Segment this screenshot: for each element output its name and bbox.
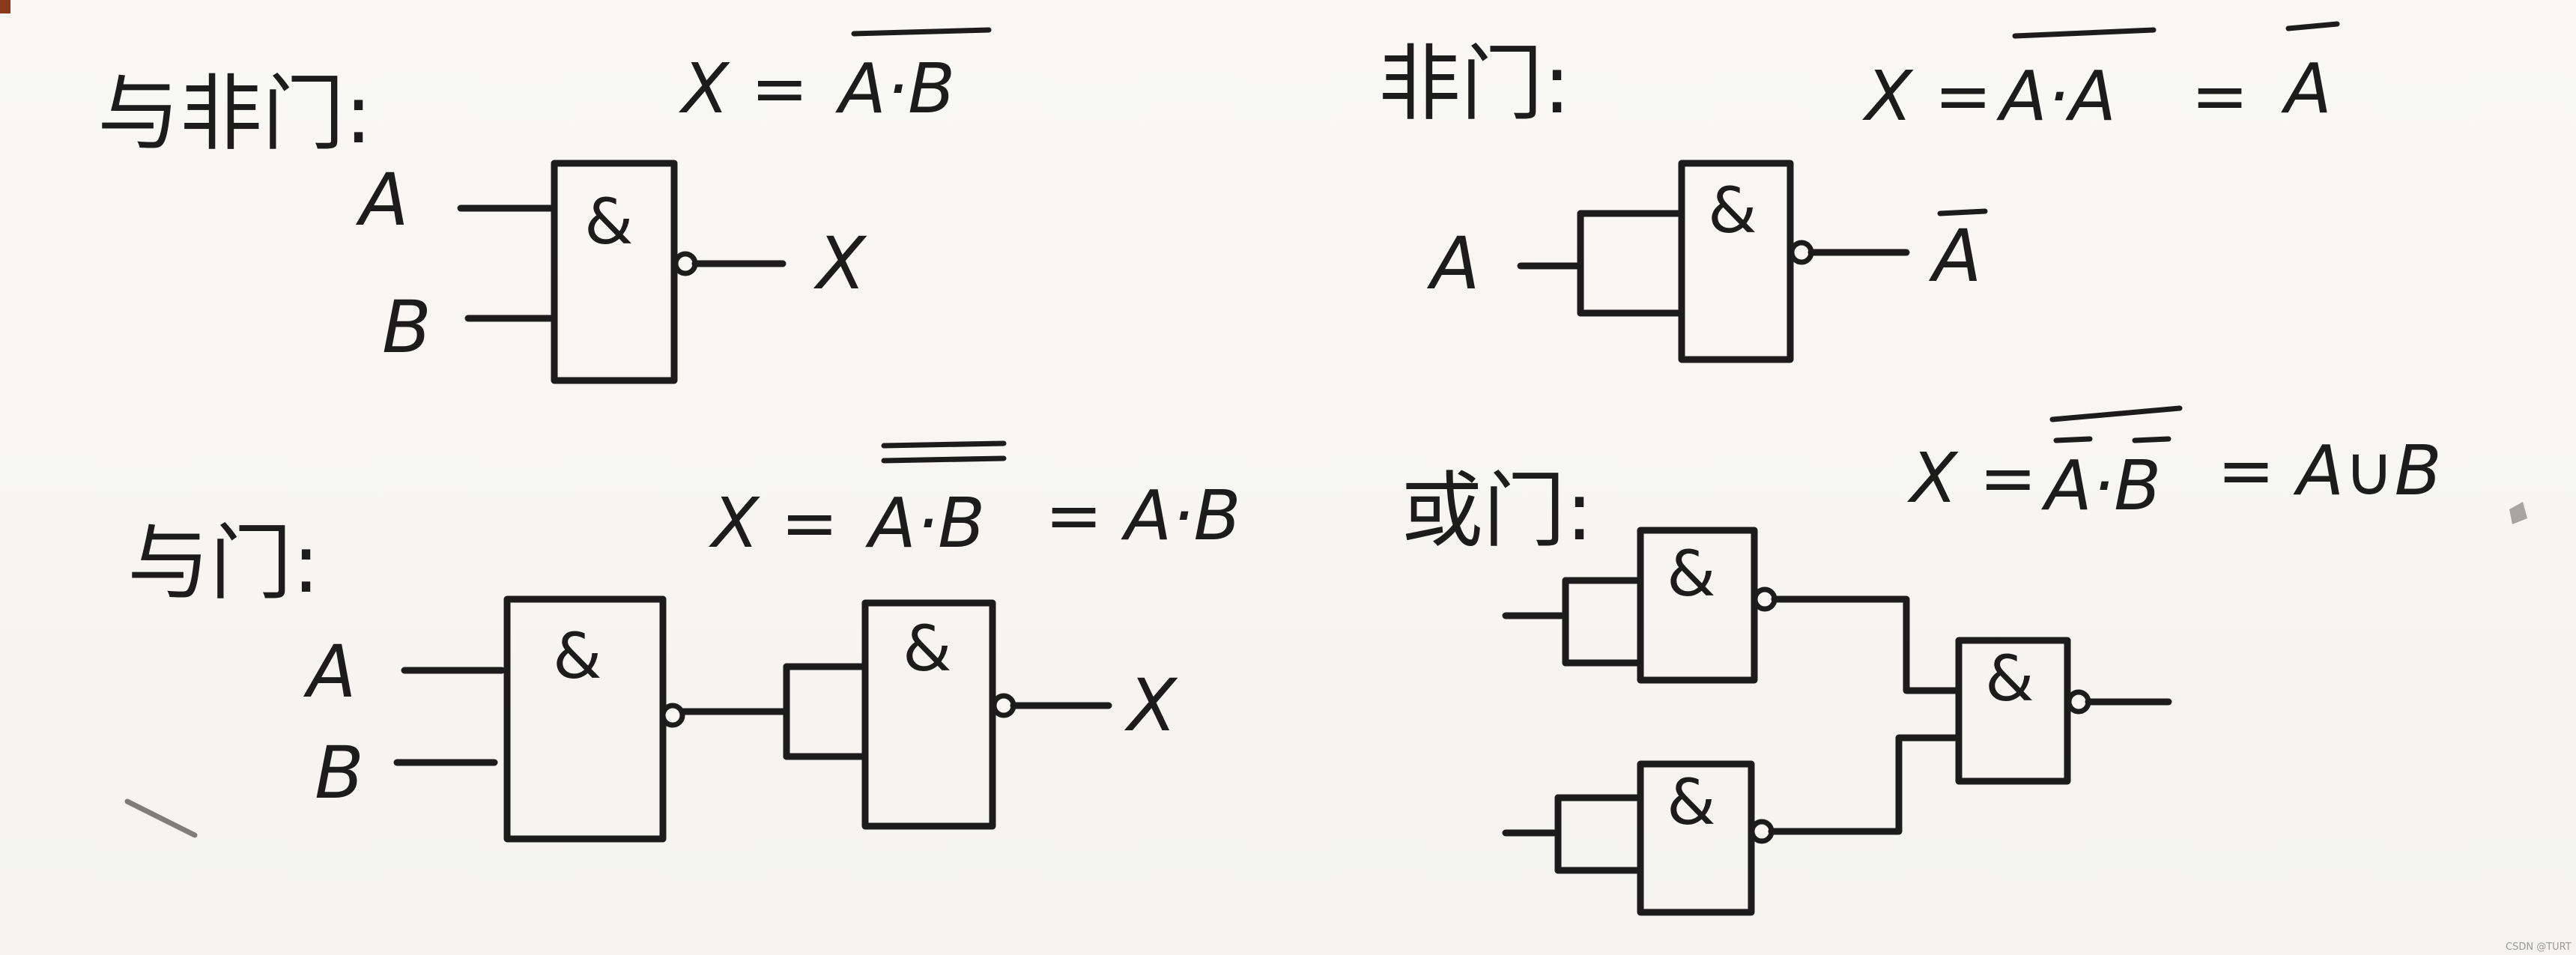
and-gate2-symbol: & xyxy=(903,612,952,685)
ink-smudge xyxy=(2509,502,2527,524)
and-gate1-bubble xyxy=(660,703,685,728)
or-gate1-symbol: & xyxy=(1667,537,1716,610)
or-formula-result: = A∪B xyxy=(2217,431,2442,511)
or-wire-gate2-to-final xyxy=(1768,734,1959,835)
nand-title: 与非门: xyxy=(97,66,372,162)
nand-formula-overline xyxy=(851,27,992,37)
or-gate3-box xyxy=(1955,637,2071,785)
or-gate3-symbol: & xyxy=(1985,642,2034,715)
not-formula-lhs: X = xyxy=(1862,56,1992,136)
not-formula-eq: = xyxy=(2191,56,2249,136)
not-formula-overline-1 xyxy=(2012,27,2157,39)
and-formula-overline-2 xyxy=(881,440,1007,449)
and-title: 与门: xyxy=(127,515,320,611)
and-output-label: X xyxy=(1124,664,1178,748)
not-formula-mid: A·A xyxy=(1996,56,2116,136)
not-gate-box xyxy=(1678,160,1794,363)
watermark: CSDN @TURT xyxy=(2506,942,2572,953)
not-gate-symbol: & xyxy=(1708,174,1757,247)
or-formula-overline-b xyxy=(2132,436,2172,443)
or-gate2-box xyxy=(1637,760,1755,916)
nand-output-label: X xyxy=(813,222,867,306)
not-output-overline xyxy=(1937,208,1988,216)
nand-section: 与非门: X = A·B A B & X xyxy=(97,27,992,384)
or-gate2-symbol: & xyxy=(1667,765,1716,839)
not-output-label: A xyxy=(1928,214,1982,298)
nand-gate-symbol: & xyxy=(584,185,634,258)
and-formula-lhs: X = xyxy=(709,483,838,563)
nand-formula-lhs: X = xyxy=(679,49,808,129)
corner-mark xyxy=(0,0,10,13)
nand-input-b-label: B xyxy=(382,285,431,369)
or-wire-gate1-to-final xyxy=(1771,595,1959,694)
and-gate2-box xyxy=(861,599,996,830)
and-section: 与门: X = A·B = A·B A B & & X xyxy=(127,440,1241,843)
or-formula-mid: A·B xyxy=(2041,446,2161,526)
or-section: 或门: X = A·B = A∪B & & & xyxy=(1401,405,2442,916)
or-formula-overline-outer xyxy=(2049,405,2183,422)
not-input-label: A xyxy=(1426,222,1480,306)
or-formula-lhs: X = xyxy=(1907,438,2037,518)
or-title: 或门: xyxy=(1401,463,1593,559)
not-formula-result: A xyxy=(2281,49,2332,129)
and-formula-overline-1 xyxy=(881,455,1007,464)
not-title: 非门: xyxy=(1378,36,1571,132)
and-input-b-label: B xyxy=(315,731,364,815)
or-formula-overline-a xyxy=(2053,436,2093,443)
and-gate1-symbol: & xyxy=(553,619,602,693)
nand-input-a-label: A xyxy=(355,158,409,242)
and-formula-mid: A·B xyxy=(865,483,985,563)
not-section: 非门: X = A·A = A A & A xyxy=(1378,21,2340,363)
pencil-mark xyxy=(124,798,198,838)
not-formula-overline-2 xyxy=(2285,21,2340,31)
and-input-a-label: A xyxy=(303,630,357,714)
nand-formula-rhs: A·B xyxy=(835,49,955,129)
nand-gate-box xyxy=(551,160,678,384)
and-formula-result: = A·B xyxy=(1045,476,1241,556)
